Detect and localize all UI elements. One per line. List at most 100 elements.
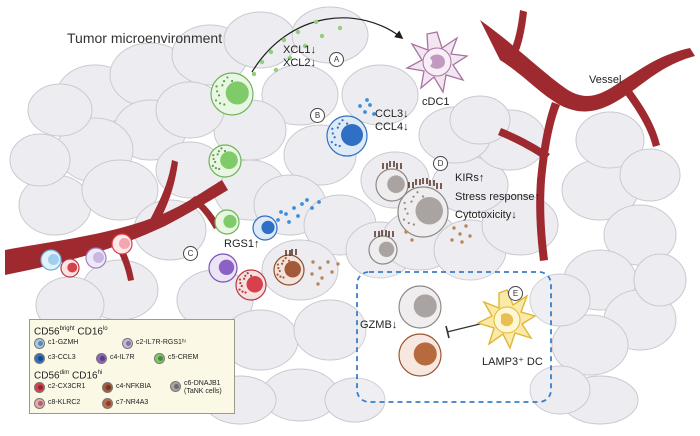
legend-group-cd56bright: CD56bright CD16lo	[34, 323, 108, 338]
kir-receptor	[415, 179, 421, 185]
legend-item-c4-il7r: c4-IL7R	[96, 351, 135, 365]
legend-group2-sup1: dim	[59, 370, 70, 376]
c4-nfkbia-cell	[273, 254, 305, 286]
granule-particle	[316, 282, 320, 286]
ccl-particle	[287, 220, 291, 224]
legend-item-label: c8-KLRC2	[48, 399, 81, 406]
tumor-cell	[9, 133, 71, 187]
cytotoxicity-label: Cytotoxicity↓	[455, 209, 517, 221]
granule	[223, 149, 227, 153]
c6-dnajb1-text: c6-DNAJB1 (TaNK cells)	[184, 380, 222, 396]
granule	[243, 277, 246, 280]
legend-item-c2-il7r-rgs1: c2-IL7R-RGS1ʰᶦ	[122, 336, 186, 350]
granule	[279, 275, 282, 278]
kir-receptor	[285, 250, 291, 256]
granule	[416, 191, 419, 194]
legend-item-c8-klrc2: c8-KLRC2	[34, 396, 80, 410]
c4-il7r-swatch	[96, 352, 107, 364]
c5-crem-cell-c	[214, 209, 240, 235]
c2-cx3cr1-swatch	[34, 381, 45, 393]
ccl-particle	[305, 198, 309, 202]
c3-ccl3-cell	[326, 115, 368, 157]
step-e-marker: E	[508, 286, 523, 301]
ccl-particle	[300, 202, 304, 206]
ccl-particle	[368, 103, 372, 107]
granule-particle	[311, 260, 315, 264]
legend-item-c3-ccl3: c3-CCL3	[34, 351, 76, 365]
tumor-cell	[575, 111, 645, 169]
granule	[215, 85, 218, 88]
granule	[240, 284, 243, 288]
ccl-particle	[310, 206, 314, 210]
immune-cells	[40, 72, 449, 377]
step-d-marker: D	[433, 156, 448, 171]
granule	[216, 90, 219, 93]
c1-gzmh-swatch	[34, 337, 45, 349]
ccl-particle	[276, 218, 280, 222]
cell-nucleus	[48, 254, 59, 265]
kir-receptor	[382, 163, 388, 169]
legend-item-c4-nfkbia: c4-NFKBIA	[102, 380, 151, 394]
cdc1-dendritic-cell	[405, 31, 469, 94]
legend-group2-sup2: hi	[97, 370, 103, 376]
ccl-particle	[365, 98, 369, 102]
xcl-particle	[259, 59, 265, 65]
granule	[238, 288, 241, 291]
kir-receptor	[429, 180, 435, 186]
lamp3-dendritic-cell	[476, 289, 537, 350]
granule	[282, 259, 285, 262]
granule	[238, 278, 242, 281]
legend-item-label: c4-NFKBIA	[116, 383, 152, 390]
xcl-particle	[281, 37, 287, 43]
xcl-particle	[319, 33, 325, 39]
ccl-particle	[372, 112, 376, 116]
nr4a3-cell-e2	[398, 333, 442, 377]
granule	[404, 207, 407, 210]
granule	[244, 291, 247, 294]
tumor-cell	[27, 83, 93, 137]
legend-group1-mid: CD16	[77, 326, 103, 338]
blood-vessel-right	[480, 20, 695, 112]
tumor-cell	[293, 299, 367, 361]
vessel-branch-right-2	[498, 128, 550, 160]
granule	[278, 269, 281, 273]
legend-item-sublabel: (TaNK cells)	[184, 388, 222, 395]
granule-particle	[336, 262, 340, 266]
kir-receptor	[291, 249, 297, 255]
xcl-particle	[268, 49, 274, 55]
granule	[422, 195, 425, 198]
tank-cell-d3	[368, 235, 398, 265]
xcl-particle	[287, 55, 293, 61]
granule	[217, 94, 221, 97]
granule	[217, 150, 221, 153]
cell-nucleus	[223, 214, 237, 228]
ccl-particle	[292, 206, 296, 210]
legend-item-label: c6-DNAJB1	[184, 380, 221, 387]
tumor-cell	[341, 64, 419, 126]
c1-gzmh-cell-vessel	[40, 249, 62, 271]
legend-item-label: c7-NR4A3	[116, 399, 149, 406]
step-a-marker: A	[329, 52, 344, 67]
cell-nucleus	[225, 81, 249, 105]
granule	[412, 223, 415, 226]
vessel-label: Vessel	[589, 74, 622, 86]
granule-particle	[460, 240, 464, 244]
legend-group2-mid: CD16	[72, 370, 98, 382]
ccl-particle	[279, 210, 283, 214]
kir-receptor	[381, 230, 387, 236]
legend-item-c1-gzmh: c1-GZMH	[34, 336, 78, 350]
granule	[214, 160, 217, 164]
cell-nucleus	[218, 259, 235, 275]
granule	[403, 201, 406, 205]
granule	[338, 122, 341, 125]
granule	[407, 221, 410, 225]
xcl1-label: XCL1↓	[283, 44, 317, 56]
c5-crem-cell-a	[210, 72, 254, 116]
granule-particle	[330, 270, 334, 274]
c3-ccl3-swatch	[34, 352, 45, 364]
diagram-title: Tumor microenvironment	[67, 30, 223, 46]
kir-receptor	[396, 163, 402, 169]
granule	[277, 266, 280, 270]
legend-item-c6-dnajb1: c6-DNAJB1 (TaNK cells)	[170, 380, 222, 400]
granule	[284, 257, 287, 260]
